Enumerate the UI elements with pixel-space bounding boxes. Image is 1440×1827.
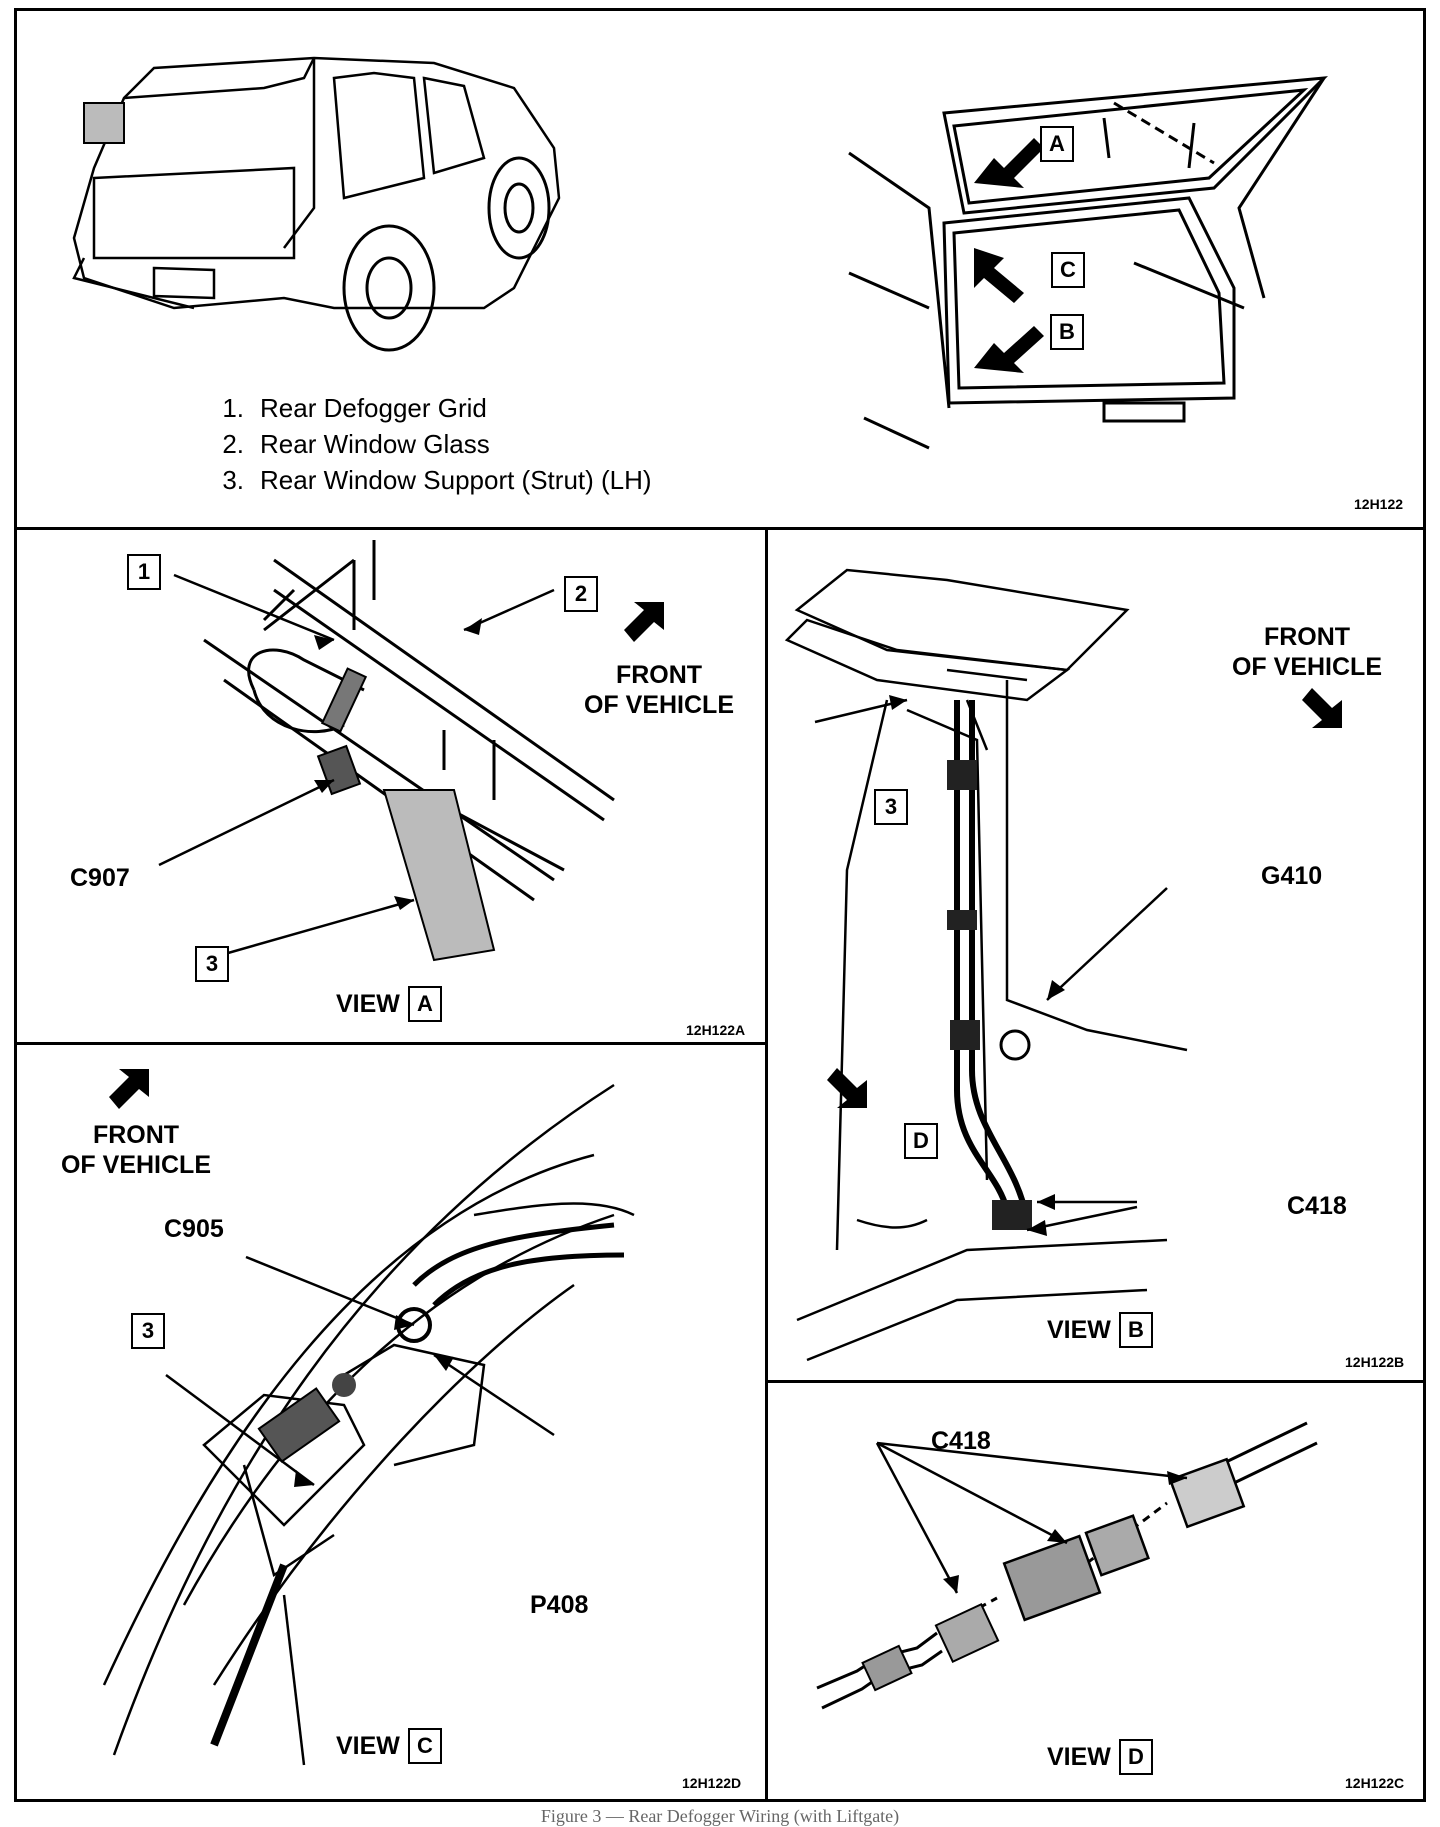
callout-d: D: [904, 1123, 938, 1159]
front-of-vehicle-label: FRONT OF VEHICLE: [1231, 623, 1382, 681]
callout-2: 2: [564, 576, 598, 612]
suv-wheels: [342, 156, 551, 352]
view-c-illustration: [102, 1069, 635, 1766]
view-a-illustration: [158, 540, 664, 962]
callout-3: 3: [131, 1313, 165, 1349]
legend-list: 1.Rear Defogger Grid 2.Rear Window Glass…: [198, 390, 652, 498]
figure-id: 12H122C: [1345, 1775, 1405, 1791]
overview-panel: A C B 1.Rear Defogger Grid 2.Rear Window…: [14, 8, 1426, 528]
arrow-icon: [827, 1068, 867, 1108]
arrow-icon: [974, 248, 1024, 303]
figure-id: 12H122D: [682, 1775, 742, 1791]
ground-label-g410: G410: [1261, 862, 1323, 890]
view-d-illustration: [816, 1421, 1318, 1710]
front-of-vehicle-label: FRONT OF VEHICLE: [60, 1121, 211, 1179]
figure-id: 12H122B: [1345, 1354, 1405, 1370]
callout-c: C: [1051, 252, 1085, 288]
liftgate-outline: [848, 76, 1328, 450]
callout-3: 3: [874, 789, 908, 825]
arrow-icon: [974, 326, 1044, 373]
view-b-illustration: [784, 568, 1342, 1362]
figure-caption: Figure 3 — Rear Defogger Wiring (with Li…: [540, 1806, 900, 1826]
diagram-frame: [14, 8, 1426, 1802]
callout-3: 3: [195, 946, 229, 982]
overview-illustration: [72, 56, 1328, 450]
front-arrow-icon: [109, 1069, 149, 1109]
divider-left-middle: [14, 1042, 766, 1045]
arrow-icon: [974, 138, 1044, 188]
front-of-vehicle-label: FRONT OF VEHICLE: [583, 661, 734, 719]
connector-label-c905: C905: [164, 1215, 224, 1243]
connector-label-c418: C418: [1287, 1192, 1347, 1220]
figure-id: 12H122A: [686, 1022, 746, 1038]
suv-outline: [72, 56, 561, 310]
connector-label-c418: C418: [931, 1427, 991, 1455]
overview-arrows: [974, 138, 1044, 373]
connector-label-c907: C907: [70, 864, 130, 892]
legend-item: 2.Rear Window Glass: [222, 429, 490, 459]
front-arrow-icon: [1302, 688, 1342, 728]
callout-a: A: [1040, 126, 1074, 162]
divider-right-lower: [765, 1380, 1426, 1383]
divider-middle-vertical: [765, 527, 768, 1802]
figure-id: 12H122: [1354, 496, 1404, 512]
divider-top: [14, 527, 1426, 530]
legend-item: 3.Rear Window Support (Strut) (LH): [222, 465, 652, 495]
suv-rear-window-shading: [83, 102, 125, 144]
pigtail-label-p408: P408: [530, 1591, 589, 1619]
front-arrow-icon: [624, 602, 664, 642]
callout-b: B: [1050, 314, 1084, 350]
callout-1: 1: [127, 554, 161, 590]
legend-item: 1.Rear Defogger Grid: [222, 393, 487, 423]
